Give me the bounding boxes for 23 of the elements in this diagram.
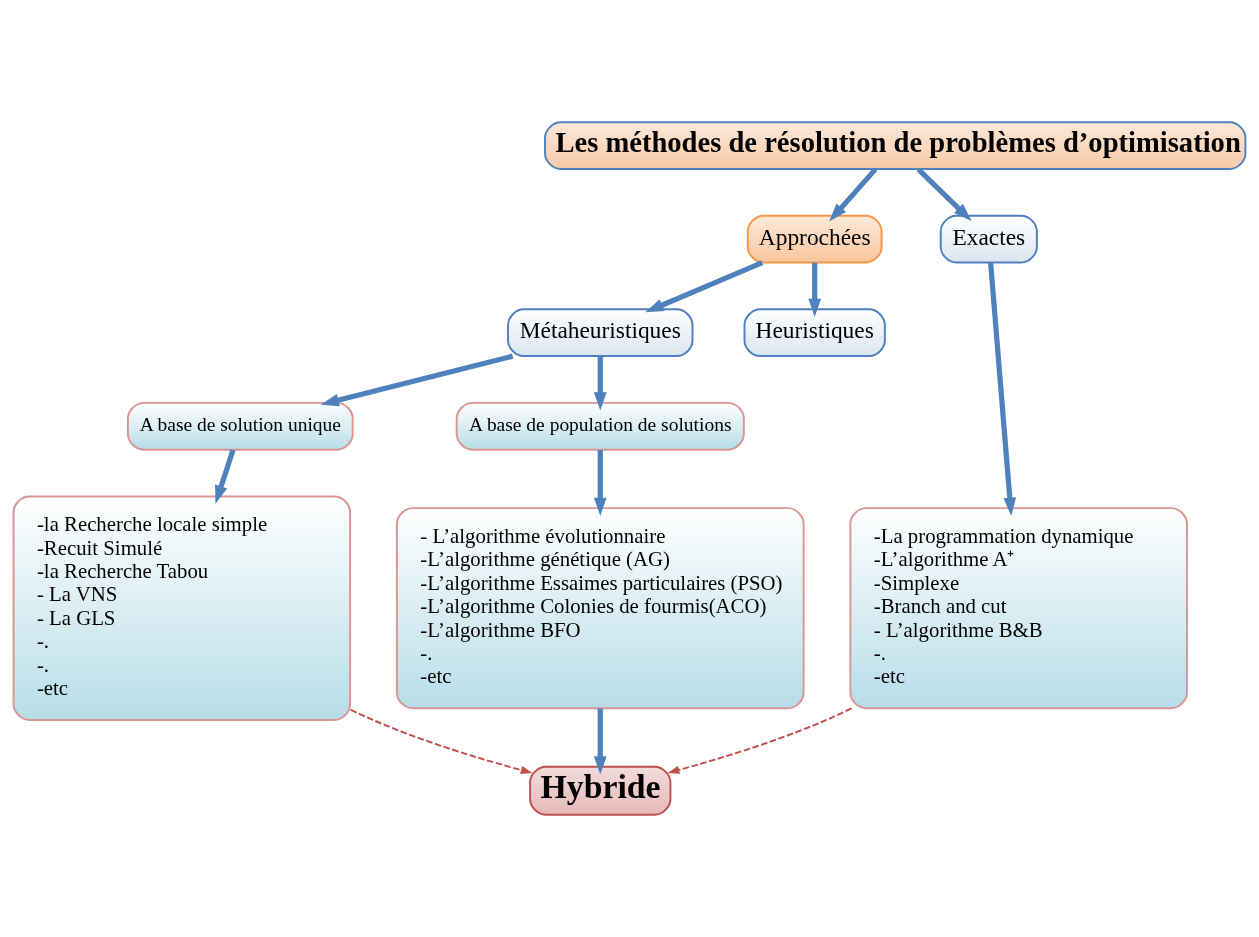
arrow — [593, 449, 607, 516]
node-box: - L’algorithme évolutionnaire -L’algorithme génétique (AG) -L’algorithme Essaimes particulaires (PSO) -L’algorithme Colonies de fourmis(ACO) -L’algorithme BFO -. -etc — [395, 507, 805, 710]
arrow — [916, 167, 972, 222]
arrow — [593, 708, 607, 775]
node-box: Approchées — [746, 214, 883, 264]
node-box: A base de solution unique — [126, 401, 354, 451]
node-box: -la Recherche locale simple -Recuit Simulé -la Recherche Tabou - La VNS - La GLS -. -. -etc — [12, 495, 352, 721]
arrow — [593, 356, 607, 411]
arrow — [320, 353, 514, 407]
arrow — [808, 262, 822, 318]
node-box: Hybride — [529, 765, 672, 816]
node-box: Exactes — [939, 214, 1038, 264]
node-box: -La programmation dynamique -L’algorithme A⁺ -Simplexe -Branch and cut - L’algorithme B&B -. -etc — [849, 507, 1188, 710]
node-box: Les méthodes de résolution de problèmes d’optimisation — [544, 121, 1247, 170]
node-box: Heuristiques — [743, 308, 886, 358]
node-box: Métaheuristiques — [507, 308, 694, 358]
arrow — [215, 449, 236, 504]
arrow — [349, 708, 533, 774]
node-box: A base de population de solutions — [455, 401, 745, 451]
arrow — [988, 262, 1017, 516]
arrow — [645, 260, 764, 313]
arrow — [829, 167, 878, 222]
arrow — [667, 707, 853, 774]
